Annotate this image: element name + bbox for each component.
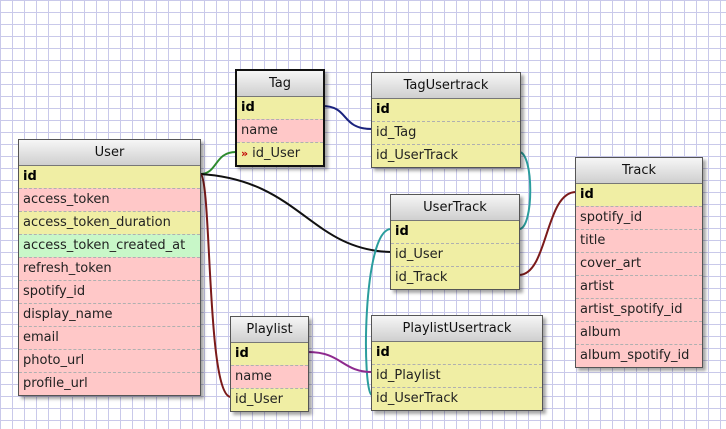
field-album: album: [576, 321, 702, 344]
table-title: TagUsertrack: [372, 73, 520, 99]
link-playlistusertrack-usertrack: [365, 228, 392, 396]
field-album-spotify-id: album_spotify_id: [576, 344, 702, 367]
table-title: UserTrack: [391, 195, 519, 221]
table-user[interactable]: User id access_token access_token_durati…: [18, 139, 201, 396]
table-track[interactable]: Track id spotify_id title cover_art arti…: [575, 157, 703, 368]
table-title: Track: [576, 158, 702, 184]
table-title: User: [19, 140, 200, 166]
field-id: id: [237, 97, 323, 119]
field-access-token-duration: access_token_duration: [19, 211, 200, 234]
table-tag[interactable]: Tag id name »id_User: [235, 69, 325, 167]
field-display-name: display_name: [19, 303, 200, 326]
link-user-usertrack: [199, 173, 392, 253]
table-usertrack[interactable]: UserTrack id id_User id_Track: [390, 194, 520, 290]
field-cover-art: cover_art: [576, 252, 702, 275]
field-id: id: [19, 166, 200, 188]
field-spotify-id: spotify_id: [19, 280, 200, 303]
field-id-tag: id_Tag: [372, 121, 520, 144]
link-user-tag: [199, 151, 237, 175]
field-artist-spotify-id: artist_spotify_id: [576, 298, 702, 321]
field-id: id: [391, 221, 519, 243]
table-title: Playlist: [231, 317, 308, 343]
foreign-key-icon: »: [241, 147, 249, 160]
field-access-token-created-at: access_token_created_at: [19, 234, 200, 257]
link-tag-tagusertrack: [321, 105, 373, 130]
field-id-usertrack: id_UserTrack: [372, 144, 520, 167]
field-spotify-id: spotify_id: [576, 206, 702, 229]
field-id-playlist: id_Playlist: [372, 364, 542, 387]
field-name: name: [237, 119, 323, 142]
field-photo-url: photo_url: [19, 349, 200, 372]
link-usertrack-track: [518, 191, 577, 276]
field-id-user: »id_User: [237, 142, 323, 165]
field-email: email: [19, 326, 200, 349]
field-id: id: [372, 342, 542, 364]
table-playlistusertrack[interactable]: PlaylistUsertrack id id_Playlist id_User…: [371, 315, 543, 411]
field-id: id: [372, 99, 520, 121]
field-profile-url: profile_url: [19, 372, 200, 395]
field-id: id: [231, 343, 308, 365]
field-id: id: [576, 184, 702, 206]
field-id-track: id_Track: [391, 266, 519, 289]
field-title: title: [576, 229, 702, 252]
field-label: id_User: [252, 146, 301, 161]
link-tagusertrack-usertrack: [518, 151, 532, 230]
table-title: Tag: [237, 71, 323, 97]
table-tagusertrack[interactable]: TagUsertrack id id_Tag id_UserTrack: [371, 72, 521, 168]
link-playlist-playlistusertrack: [307, 351, 373, 373]
field-id-usertrack: id_UserTrack: [372, 387, 542, 410]
field-access-token: access_token: [19, 188, 200, 211]
link-user-playlist: [199, 173, 232, 398]
table-title: PlaylistUsertrack: [372, 316, 542, 342]
field-refresh-token: refresh_token: [19, 257, 200, 280]
field-id-user: id_User: [231, 388, 308, 411]
field-artist: artist: [576, 275, 702, 298]
table-playlist[interactable]: Playlist id name id_User: [230, 316, 309, 412]
field-name: name: [231, 365, 308, 388]
field-id-user: id_User: [391, 243, 519, 266]
